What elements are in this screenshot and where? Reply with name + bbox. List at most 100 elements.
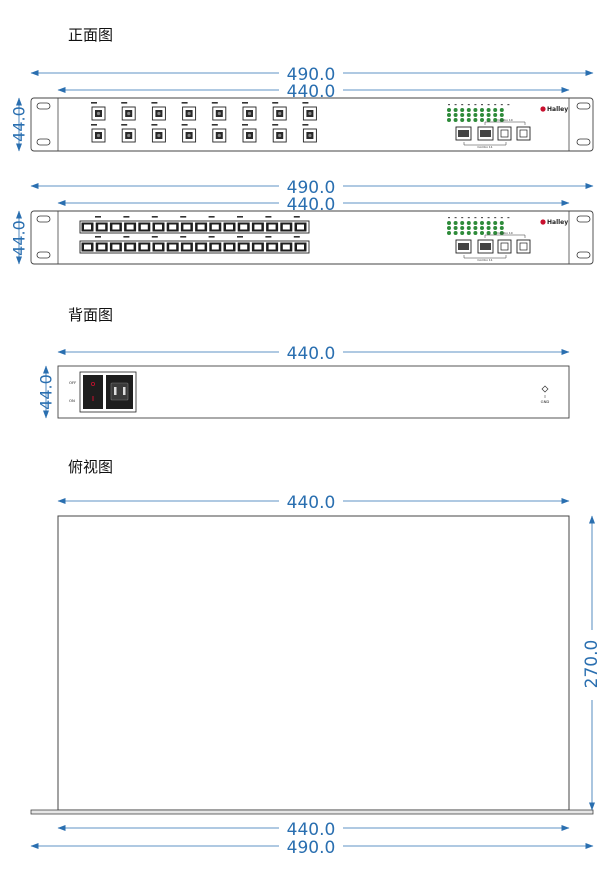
fiber-ferrule-icon [308, 133, 312, 138]
status-led-icon [499, 221, 504, 225]
top-rack-ear-bar [30, 809, 594, 815]
fiber-ferrule-icon [127, 111, 131, 116]
sfp-port-slot [155, 244, 162, 250]
sfp-port-slot [155, 224, 162, 230]
status-led-grid [447, 104, 510, 122]
status-led-icon [447, 231, 451, 235]
front2-chassis [57, 210, 570, 265]
port-label-mark [211, 102, 218, 104]
front2-total-width-label: 490.0 [287, 178, 336, 198]
combo-bracket [463, 255, 507, 259]
socket-pin-icon [123, 387, 126, 395]
front2-height-label: 44.0 [10, 220, 29, 256]
power-switch [83, 375, 103, 409]
rj45-port-jack-icon [480, 130, 491, 137]
sfp-port-slot [226, 224, 233, 230]
led-label-mark [494, 217, 497, 219]
sfp-port-slot [183, 244, 191, 250]
status-led-icon [460, 231, 465, 235]
led-label-mark [494, 104, 497, 106]
back-body-width-label: 440.0 [287, 344, 336, 364]
sfp-port-grid [79, 216, 310, 254]
mount-hole [576, 215, 591, 223]
sfp-port-slot [84, 224, 91, 230]
combo-bracket [484, 234, 526, 238]
port-label-mark [302, 124, 309, 126]
sfp-port-slot [84, 244, 91, 250]
status-led-icon [466, 221, 471, 225]
top-bottom-body-width-label: 440.0 [287, 820, 336, 840]
led-label-mark [448, 104, 450, 106]
sfp-combo-port [516, 239, 531, 254]
status-led-icon [453, 113, 458, 117]
port-label-mark [265, 236, 272, 238]
port-label-mark [265, 216, 272, 218]
status-led-icon [473, 118, 478, 122]
status-led-icon [499, 226, 504, 230]
rj45-port-jack-icon [458, 130, 469, 137]
led-label-mark [461, 104, 464, 106]
top-bottom-total-width-label: 490.0 [287, 838, 336, 858]
status-led-icon [453, 221, 458, 225]
sfp-combo-port-slot-icon [500, 129, 509, 138]
sfp-port-slot [282, 244, 290, 250]
switch-off-label: OFF [69, 380, 76, 385]
status-led-icon [460, 108, 465, 112]
switch-on-label: ON [69, 398, 75, 403]
status-led-icon [480, 113, 484, 117]
top-view-title: 俯视图 [68, 458, 114, 476]
status-led-icon [460, 221, 465, 225]
sfp-port-slot [211, 224, 219, 230]
front1-total-width-label: 490.0 [287, 65, 336, 85]
status-led-icon [493, 221, 498, 225]
led-label-mark [461, 217, 464, 219]
combo-bracket [484, 121, 526, 125]
status-led-icon [453, 108, 458, 112]
status-led-icon [466, 108, 471, 112]
mount-hole [576, 251, 591, 259]
top-body-width-label: 440.0 [287, 493, 336, 513]
sfp-port-slot [297, 244, 304, 250]
fiber-ferrule-icon [127, 133, 131, 138]
status-led-grid [447, 217, 510, 235]
port-label-mark [121, 102, 128, 104]
fiber-ferrule-icon [187, 133, 191, 138]
led-label-mark [487, 217, 490, 219]
top-chassis [57, 515, 570, 811]
sfp-port-slot [112, 224, 120, 230]
sfp-port-slot [240, 244, 248, 250]
front-view-title: 正面图 [68, 26, 114, 44]
sfp-cage-strip [79, 240, 310, 254]
port-label-mark [151, 102, 158, 104]
front1-rack-plate [30, 97, 594, 152]
combo-top-label: Combo 10 [497, 231, 512, 235]
status-led-icon [486, 108, 491, 112]
port-label-mark [293, 236, 300, 238]
port-label-mark [237, 236, 243, 238]
sfp-port-slot [211, 244, 219, 250]
port-label-mark [180, 216, 187, 218]
port-label-mark [208, 236, 215, 238]
brand-logo-icon [540, 106, 546, 112]
led-label-mark [507, 217, 510, 219]
status-led-icon [473, 226, 478, 230]
fiber-ferrule-icon [278, 111, 282, 116]
sfp-port-slot [282, 224, 290, 230]
status-led-icon [466, 226, 471, 230]
status-led-icon [499, 108, 504, 112]
status-led-icon [499, 118, 504, 122]
status-led-icon [453, 226, 458, 230]
led-label-mark [448, 217, 450, 219]
sfp-combo-port [497, 126, 512, 141]
sfp-port-slot [254, 244, 262, 250]
status-led-icon [493, 231, 498, 235]
port-label-mark [181, 124, 188, 126]
mount-hole [36, 138, 51, 146]
sfp-port-slot [112, 244, 120, 250]
sfp-port-slot [140, 244, 148, 250]
status-led-icon [447, 226, 451, 230]
status-led-icon [486, 231, 491, 235]
status-led-icon [460, 118, 465, 122]
ground-screw-icon [541, 385, 549, 393]
